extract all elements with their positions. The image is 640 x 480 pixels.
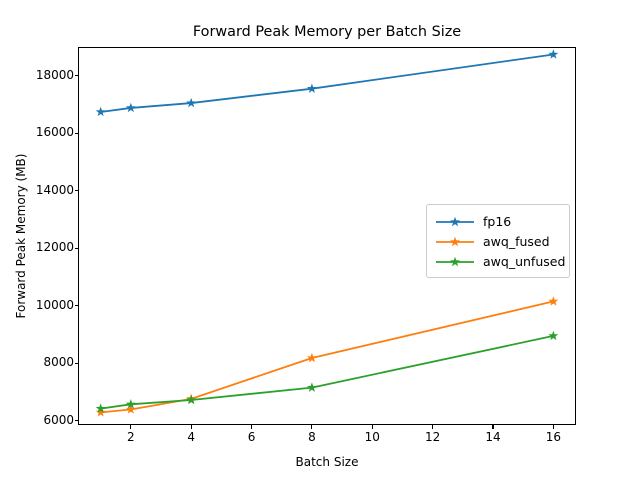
legend-marker-icon — [435, 234, 475, 248]
data-point-marker — [186, 97, 197, 108]
series-awq_fused — [95, 296, 559, 417]
chart-legend: fp16 awq_fused awq_unfused — [426, 204, 570, 278]
legend-item-awq_fused[interactable]: awq_fused — [435, 231, 561, 251]
legend-item-fp16[interactable]: fp16 — [435, 211, 561, 231]
series-line — [100, 53, 554, 113]
legend-marker-icon — [435, 214, 475, 228]
y-tick-label: 8000 — [43, 355, 74, 370]
x-tick-label: 14 — [485, 430, 501, 444]
y-tick-label: 14000 — [35, 182, 74, 197]
data-point-marker — [95, 407, 106, 417]
y-tick-mark — [74, 75, 78, 77]
x-tick-label: 4 — [187, 430, 195, 444]
x-tick-mark — [552, 425, 554, 429]
x-tick-label: 2 — [126, 430, 135, 444]
y-tick-mark — [74, 305, 78, 307]
x-tick-mark — [190, 425, 192, 429]
chart-title: Forward Peak Memory per Batch Size — [192, 24, 462, 40]
series-line — [100, 300, 554, 414]
data-point-marker — [95, 106, 106, 117]
data-point-marker — [306, 352, 317, 363]
x-tick-mark — [432, 425, 434, 429]
y-tick-mark — [74, 132, 78, 134]
data-point-marker — [125, 102, 136, 113]
x-axis-label: Batch Size — [295, 455, 359, 469]
x-tick-mark — [371, 425, 373, 429]
x-tick-mark — [250, 425, 253, 429]
y-tick-label: 10000 — [35, 297, 74, 312]
x-tick-mark — [492, 425, 494, 429]
y-axis-label: Forward Peak Memory (MB) — [14, 153, 28, 319]
y-tick-mark — [74, 190, 78, 192]
x-tick-label: 12 — [424, 430, 441, 444]
legend-label: awq_unfused — [483, 253, 566, 269]
y-tick-mark — [74, 247, 78, 249]
data-point-marker — [548, 330, 559, 341]
y-tick-mark — [74, 420, 78, 422]
plot-area — [78, 47, 576, 425]
series-fp16 — [95, 49, 559, 117]
series-awq_unfused — [95, 330, 559, 413]
data-point-marker — [306, 83, 317, 93]
y-tick-label: 12000 — [35, 240, 74, 255]
x-tick-mark — [311, 425, 313, 429]
series-line — [100, 335, 554, 410]
data-point-marker — [548, 296, 559, 306]
x-tick-label: 8 — [308, 430, 316, 444]
y-tick-label: 16000 — [35, 125, 74, 140]
legend-label: awq_fused — [483, 233, 550, 249]
legend-marker-icon — [435, 254, 475, 268]
y-tick-label: 18000 — [35, 67, 74, 82]
x-tick-label: 16 — [545, 430, 561, 444]
y-tick-label: 6000 — [43, 412, 74, 427]
chart-data-layer — [95, 49, 559, 417]
data-point-marker — [125, 404, 136, 414]
data-point-marker — [125, 399, 136, 409]
legend-label: fp16 — [483, 213, 512, 229]
data-point-marker — [548, 49, 559, 59]
x-tick-label: 6 — [247, 430, 256, 444]
x-tick-label: 10 — [364, 430, 380, 444]
y-tick-mark — [74, 362, 78, 364]
legend-item-awq_unfused[interactable]: awq_unfused — [435, 251, 565, 271]
data-point-marker — [186, 394, 197, 405]
data-point-marker — [306, 382, 317, 392]
data-point-marker — [95, 403, 106, 413]
x-tick-mark — [130, 425, 132, 429]
